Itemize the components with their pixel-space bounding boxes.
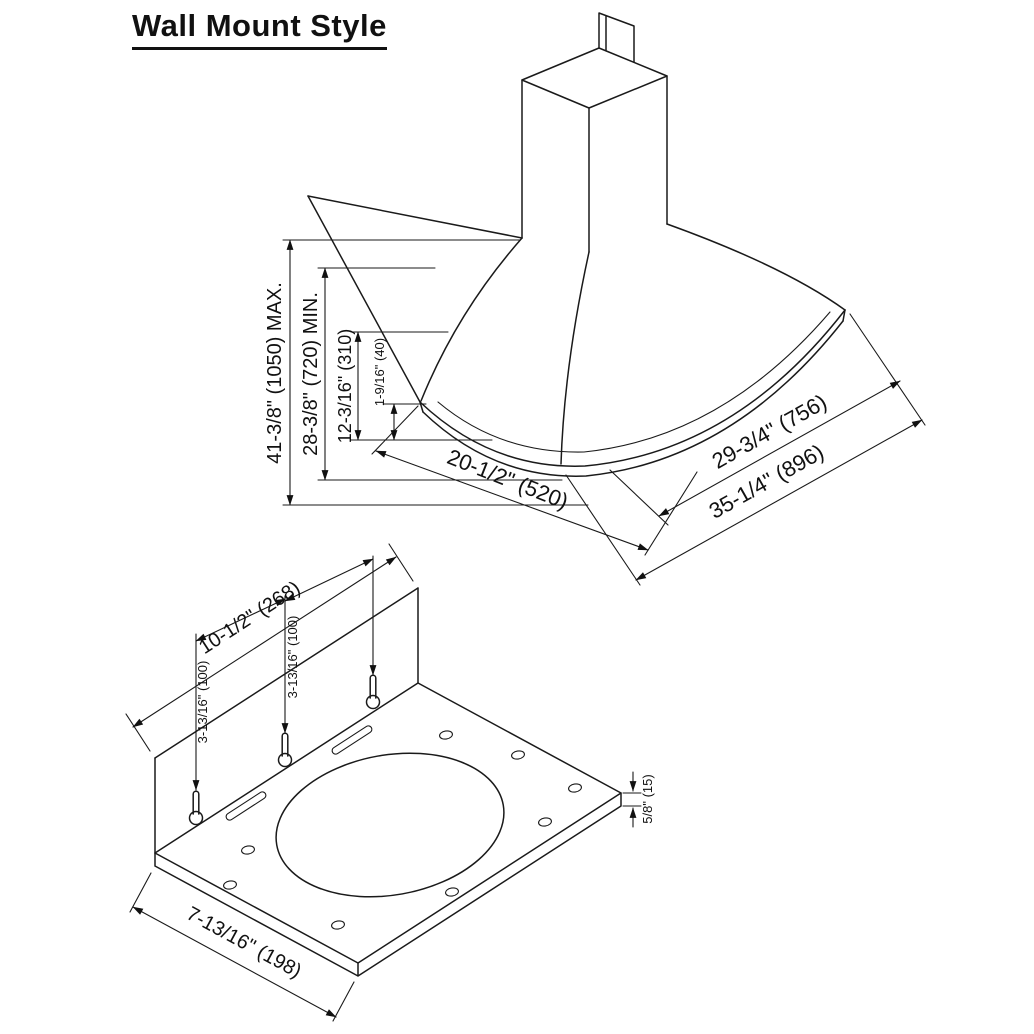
hood-drawing: 41-3/8" (1050) MAX. 28-3/8" (720) MIN. 1… xyxy=(264,12,926,586)
hood-dimension-lines xyxy=(286,239,923,581)
screw-hole xyxy=(538,817,552,827)
dim-line-width-top xyxy=(658,380,901,517)
dim-label-spacing-left: 3-13/16" (100) xyxy=(195,661,210,744)
screw-hole xyxy=(511,750,525,760)
chimney-top-tab xyxy=(598,12,635,63)
hood-dimension-labels: 41-3/8" (1050) MAX. 28-3/8" (720) MIN. 1… xyxy=(264,282,831,524)
page-title: Wall Mount Style xyxy=(132,8,387,50)
keyhole-circle xyxy=(277,752,293,768)
screw-hole xyxy=(241,845,255,855)
plate-duct-hole xyxy=(275,752,505,898)
vent-slot xyxy=(331,725,373,755)
screw-hole xyxy=(568,783,582,793)
screw-hole xyxy=(445,887,459,897)
ext-width-right xyxy=(849,313,926,426)
keyhole-slot xyxy=(281,732,289,757)
dim-label-rim-height: 1-9/16" (40) xyxy=(372,338,387,406)
plate-dimension-lines xyxy=(132,556,637,1018)
screw-hole xyxy=(439,730,453,740)
canopy-back-ridge xyxy=(307,195,523,239)
dim-label-thickness: 5/8" (15) xyxy=(640,774,655,823)
ext-depth-near xyxy=(371,405,419,455)
ext-width-left xyxy=(125,713,151,752)
keyhole-slot xyxy=(192,790,200,815)
dim-line-plate-width xyxy=(132,556,397,728)
dim-label-min-height: 28-3/8" (720) MIN. xyxy=(300,292,322,456)
dim-line-spacing-right xyxy=(284,558,374,602)
dim-line-spacing-left xyxy=(195,598,286,642)
screw-hole xyxy=(223,880,237,890)
screw-hole xyxy=(331,920,345,930)
rim-inner-arc xyxy=(437,311,831,453)
dim-line-width-bottom xyxy=(635,419,923,581)
ext-width-inner xyxy=(609,469,669,526)
dim-line-plate-depth xyxy=(132,906,337,1018)
keyhole-circle xyxy=(188,810,204,826)
ext-width-right xyxy=(388,543,414,582)
ext-depth-front xyxy=(332,981,355,1022)
ext-depth-back xyxy=(129,872,152,913)
plate-dimension-labels: 10-1/2" (268) 3-13/16" (100) 3-13/16" (1… xyxy=(183,577,655,983)
plate-drawing: 10-1/2" (268) 3-13/16" (100) 3-13/16" (1… xyxy=(125,543,655,1022)
ext-width-front xyxy=(565,474,641,586)
canopy-left-crease xyxy=(420,237,523,402)
dim-label-spacing-right: 3-13/16" (100) xyxy=(285,616,300,699)
ext-depth-far xyxy=(644,471,698,556)
rim-bottom-arc xyxy=(422,320,844,477)
chimney-top-rim xyxy=(521,47,668,109)
keyhole-slot xyxy=(369,674,377,699)
canopy-left-silhouette xyxy=(307,195,421,403)
plate-extension-lines xyxy=(125,543,642,1022)
dim-label-max-height: 41-3/8" (1050) MAX. xyxy=(264,282,286,464)
vent-slot xyxy=(225,791,267,821)
hood-chimney xyxy=(521,12,668,253)
canopy-right-silhouette xyxy=(666,223,846,311)
dim-label-body-height: 12-3/16" (310) xyxy=(335,329,355,443)
dim-line-depth xyxy=(375,450,649,551)
dim-label-depth: 20-1/2" (520) xyxy=(444,444,572,514)
plate-screw-holes xyxy=(223,725,582,930)
plate-thickness-edges xyxy=(154,792,622,977)
canopy-front-crease xyxy=(560,251,590,465)
rim-end-connectors xyxy=(419,309,846,413)
keyhole-circle xyxy=(365,694,381,710)
hood-extension-lines xyxy=(282,239,926,586)
